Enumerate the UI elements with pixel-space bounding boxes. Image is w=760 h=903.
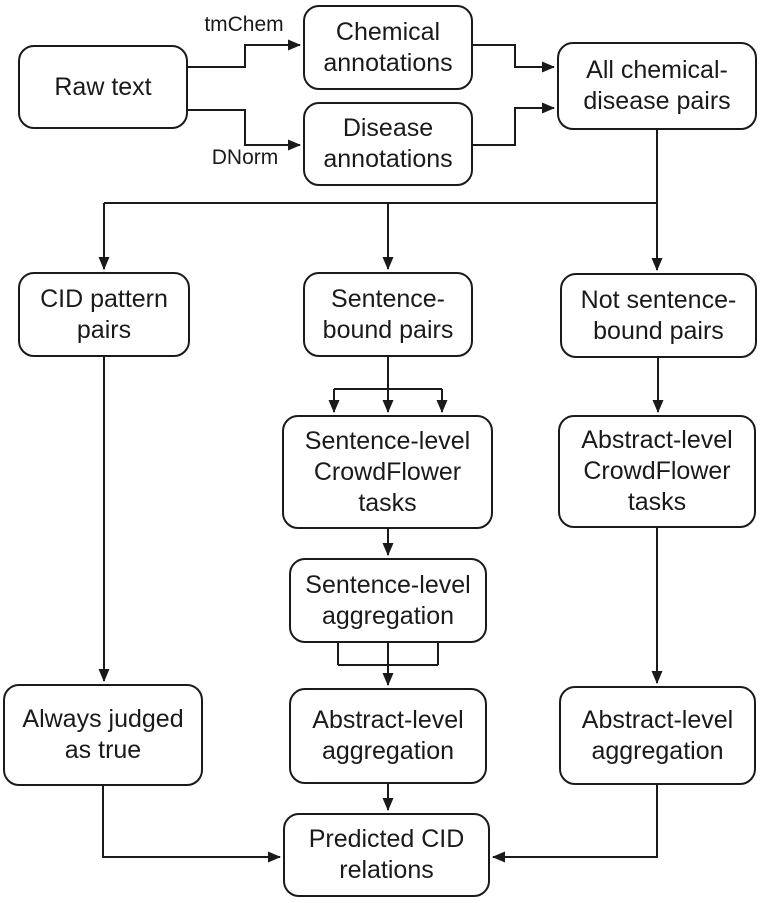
- edge-chemical-to-allpairs-arrow-icon: [473, 44, 555, 73]
- edge-abstractaggright-to-predicted-arrow-icon: [492, 785, 658, 863]
- node-abstract-crowdflower-tasks-label: Abstract-level CrowdFlower tasks: [581, 426, 733, 516]
- node-disease-annotations: Disease annotations: [303, 102, 473, 186]
- node-sentence-aggregation-label: Sentence-level aggregation: [305, 570, 471, 630]
- node-sentence-bound-pairs: Sentence- bound pairs: [303, 272, 473, 357]
- node-chemical-annotations: Chemical annotations: [303, 5, 473, 90]
- node-raw-text: Raw text: [18, 45, 188, 129]
- node-abstract-aggregation-mid: Abstract-level aggregation: [289, 688, 487, 784]
- node-all-chemical-disease-pairs-label: All chemical- disease pairs: [583, 56, 731, 115]
- node-sentence-crowdflower-tasks: Sentence-level CrowdFlower tasks: [282, 415, 493, 529]
- edge-rawtext-to-disease-arrow-icon: [188, 109, 301, 151]
- node-cid-pattern-pairs-label: CID pattern pairs: [40, 284, 168, 344]
- node-raw-text-label: Raw text: [54, 72, 152, 101]
- node-always-judged-true: Always judged as true: [3, 684, 203, 786]
- node-not-sentence-bound-pairs: Not sentence- bound pairs: [560, 273, 757, 358]
- node-sentence-bound-pairs-label: Sentence- bound pairs: [322, 284, 454, 344]
- node-predicted-cid-relations-label: Predicted CID relations: [308, 825, 465, 884]
- node-abstract-crowdflower-tasks: Abstract-level CrowdFlower tasks: [558, 415, 756, 528]
- node-predicted-cid-relations: Predicted CID relations: [283, 813, 490, 897]
- edge-disease-to-allpairs-arrow-icon: [473, 102, 555, 146]
- node-always-judged-true-label: Always judged as true: [22, 705, 184, 764]
- node-abstract-aggregation-right: Abstract-level aggregation: [559, 686, 756, 785]
- node-all-chemical-disease-pairs: All chemical- disease pairs: [557, 42, 757, 130]
- node-abstract-aggregation-mid-label: Abstract-level aggregation: [312, 706, 464, 765]
- edge-label-tmchem: tmChem: [204, 13, 284, 36]
- node-chemical-annotations-label: Chemical annotations: [323, 17, 453, 77]
- node-abstract-aggregation-right-label: Abstract-level aggregation: [581, 705, 734, 765]
- node-sentence-crowdflower-tasks-label: Sentence-level CrowdFlower tasks: [304, 426, 471, 517]
- edge-label-dnorm: DNorm: [211, 146, 279, 169]
- node-disease-annotations-label: Disease annotations: [323, 114, 453, 173]
- edge-always-to-predicted-arrow-icon: [102, 786, 281, 863]
- node-cid-pattern-pairs: CID pattern pairs: [18, 272, 190, 357]
- node-sentence-aggregation: Sentence-level aggregation: [289, 558, 487, 643]
- node-not-sentence-bound-pairs-label: Not sentence- bound pairs: [580, 285, 737, 345]
- edge-rawtext-to-chemical-arrow-icon: [188, 39, 301, 68]
